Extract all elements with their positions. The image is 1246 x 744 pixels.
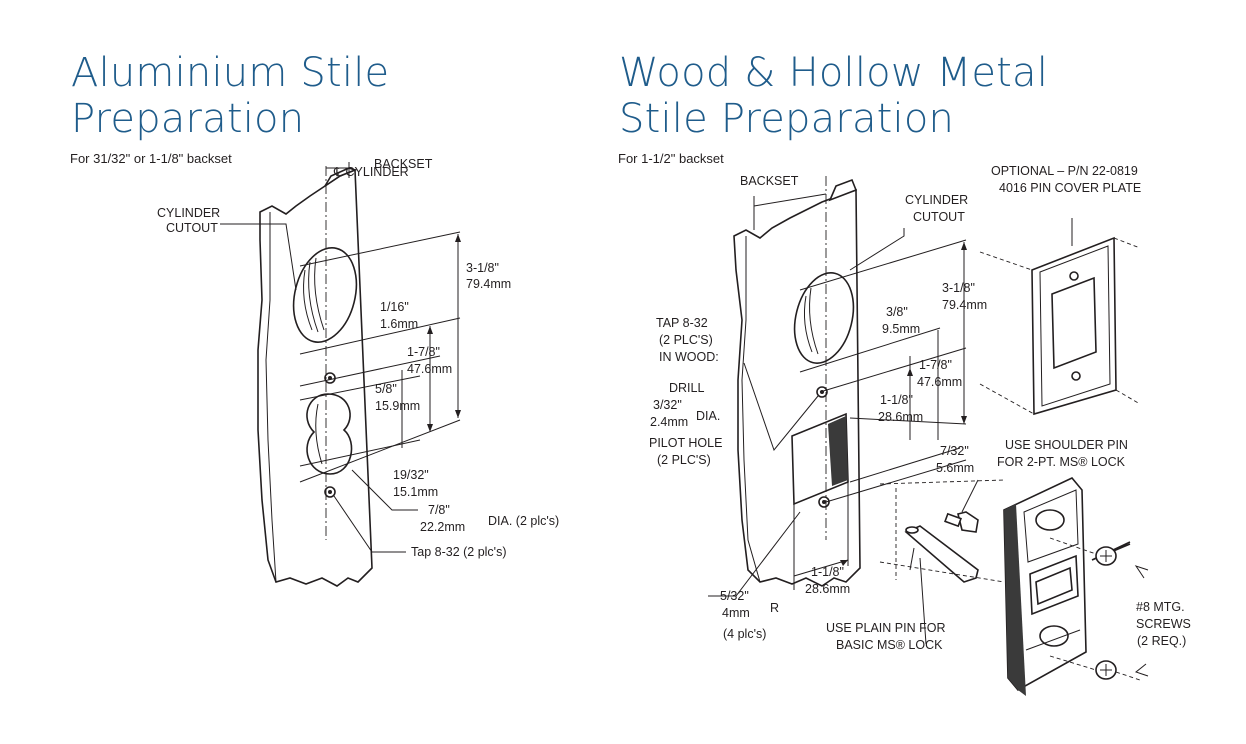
- right-d3-mm: 47.6mm: [917, 375, 962, 389]
- right-d2-in: 3/8": [886, 305, 908, 319]
- right-tap-line2: (2 PLC'S): [659, 333, 713, 347]
- right-d4-in: 1-1/8": [880, 393, 913, 407]
- left-title-line2: Preparation: [71, 96, 305, 142]
- right-bottom-in: 1-1/8": [811, 565, 844, 579]
- left-d1-mm: 79.4mm: [466, 277, 511, 291]
- left-cutout-label: CUTOUT: [166, 221, 218, 235]
- right-screws-line3: (2 REQ.): [1137, 634, 1186, 648]
- right-plain-line1: USE PLAIN PIN FOR: [826, 621, 945, 635]
- left-d4-mm: 15.9mm: [375, 399, 420, 413]
- right-shoulder-line2: FOR 2-PT. MS® LOCK: [997, 455, 1126, 469]
- left-d2-mm: 1.6mm: [380, 317, 418, 331]
- right-drill-mm: 2.4mm: [650, 415, 688, 429]
- right-radius-in: 5/32": [720, 589, 749, 603]
- right-cutout-label: CUTOUT: [913, 210, 965, 224]
- right-shoulder-line1: USE SHOULDER PIN: [1005, 438, 1128, 452]
- right-dia-label: DIA.: [696, 409, 720, 423]
- left-d2-in: 1/16": [380, 300, 409, 314]
- right-title-line1: Wood & Hollow Metal: [619, 50, 1049, 96]
- right-pilot-line1: PILOT HOLE: [649, 436, 722, 450]
- left-backset-label: BACKSET: [374, 157, 433, 171]
- right-d1-in: 3-1/8": [942, 281, 975, 295]
- left-cylinder-label: CYLINDER: [157, 206, 220, 220]
- right-d4-mm: 28.6mm: [878, 410, 923, 424]
- right-d5-mm: 5.6mm: [936, 461, 974, 475]
- right-radius-r: R: [770, 601, 779, 615]
- right-d1-mm: 79.4mm: [942, 298, 987, 312]
- right-screws-line1: #8 MTG.: [1136, 600, 1185, 614]
- right-tap-line1: TAP 8-32: [656, 316, 708, 330]
- right-d3-in: 1-7/8": [919, 358, 952, 372]
- right-radius-mm: 4mm: [722, 606, 750, 620]
- left-stile-drawing: [220, 162, 461, 587]
- right-pilot-line2: (2 PLC'S): [657, 453, 711, 467]
- right-bottom-mm: 28.6mm: [805, 582, 850, 596]
- right-stile-drawing: [708, 176, 1149, 696]
- right-optional-line1: OPTIONAL – P/N 22-0819: [991, 164, 1138, 178]
- left-d1-in: 3-1/8": [466, 261, 499, 275]
- right-radius-plc: (4 plc's): [723, 627, 766, 641]
- right-d2-mm: 9.5mm: [882, 322, 920, 336]
- left-subtitle: For 31/32" or 1-1/8" backset: [70, 151, 232, 166]
- left-d6-in: 7/8": [428, 503, 450, 517]
- left-title-line1: Aluminium Stile: [71, 50, 390, 96]
- left-d3-in: 1-7/8": [407, 345, 440, 359]
- left-d6-mm: 22.2mm: [420, 520, 465, 534]
- left-d5-mm: 15.1mm: [393, 485, 438, 499]
- right-backset-label: BACKSET: [740, 174, 799, 188]
- left-d4-in: 5/8": [375, 382, 397, 396]
- left-d5-in: 19/32": [393, 468, 429, 482]
- right-drill-label: DRILL: [669, 381, 704, 395]
- right-title-line2: Stile Preparation: [619, 96, 955, 142]
- right-subtitle: For 1-1/2" backset: [618, 151, 724, 166]
- left-dia-label: DIA. (2 plc's): [488, 514, 559, 528]
- right-tap-line3: IN WOOD:: [659, 350, 719, 364]
- right-screws-line2: SCREWS: [1136, 617, 1191, 631]
- right-cylinder-label: CYLINDER: [905, 193, 968, 207]
- left-cl-cylinder-label: ℄ CYLINDER: [333, 165, 409, 179]
- right-optional-line2: 4016 PIN COVER PLATE: [999, 181, 1141, 195]
- right-d5-in: 7/32": [940, 444, 969, 458]
- left-d3-mm: 47.6mm: [407, 362, 452, 376]
- right-drill-in: 3/32": [653, 398, 682, 412]
- left-tap-label: Tap 8-32 (2 plc's): [411, 545, 506, 559]
- right-plain-line2: BASIC MS® LOCK: [836, 638, 943, 652]
